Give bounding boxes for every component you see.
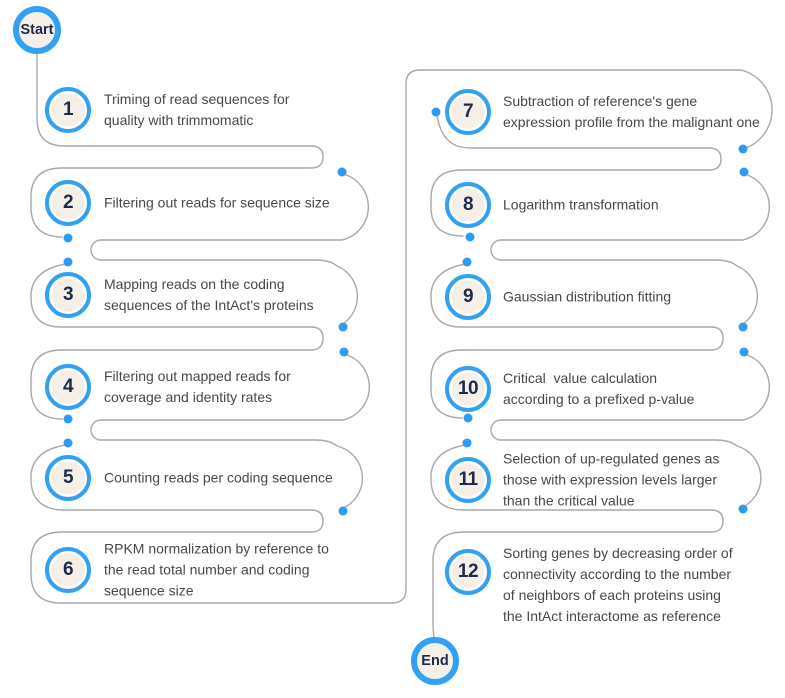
step-node-11: 11 (445, 457, 491, 503)
connector-path (30, 263, 324, 420)
connector-dot (431, 107, 441, 117)
connector-dot (338, 322, 348, 332)
step-node-4: 4 (45, 364, 91, 410)
connector-path (490, 353, 770, 509)
connector-dot (339, 347, 349, 357)
connector-dot (463, 413, 473, 423)
step-text-6: RPKM normalization by reference to the r… (104, 540, 329, 599)
step-node-2: 2 (45, 180, 91, 226)
step-node-3: 3 (45, 272, 91, 318)
connector-path (490, 173, 770, 326)
connector-dot (63, 438, 73, 448)
connector-dot (63, 257, 73, 267)
step-text-8: Logarithm transformation (503, 196, 659, 213)
step-number-6: 6 (62, 559, 74, 580)
step-number-8: 8 (462, 194, 474, 215)
connector-dot (739, 347, 749, 357)
step-text-5: Counting reads per coding sequence (104, 469, 333, 486)
start-node: Start (13, 6, 61, 54)
step-text-4: Filtering out mapped reads for coverage … (104, 368, 291, 405)
step-number-5: 5 (62, 467, 74, 488)
step-text-12: Sorting genes by decreasing order of con… (503, 545, 733, 624)
step-number-7: 7 (462, 101, 474, 122)
step-text-1: Triming of read sequences for quality wi… (104, 91, 290, 128)
step-node-5: 5 (45, 455, 91, 501)
step-text-7: Subtraction of reference's gene expressi… (503, 93, 760, 130)
step-node-7: 7 (445, 89, 491, 135)
step-node-6: 6 (45, 547, 91, 593)
connector-dot (63, 233, 73, 243)
connector-dot (738, 322, 748, 332)
connector-dot (738, 144, 748, 154)
start-label: Start (20, 22, 54, 38)
step-text-11: Selection of up-regulated genes as those… (503, 450, 720, 509)
connector-dot (462, 438, 472, 448)
step-number-3: 3 (62, 284, 74, 305)
step-text-2: Filtering out reads for sequence size (104, 194, 330, 211)
connector-dot (465, 232, 475, 242)
end-node: End (411, 637, 459, 685)
step-node-12: 12 (445, 549, 491, 595)
end-label: End (421, 653, 449, 669)
connector-path (90, 173, 369, 326)
step-number-9: 9 (462, 286, 474, 307)
step-text-9: Gaussian distribution fitting (503, 288, 672, 305)
connector-path (30, 69, 773, 604)
connector-path (430, 113, 722, 237)
step-text-10: Critical value calculation according to … (503, 370, 695, 407)
connector-dot (462, 257, 472, 267)
step-node-8: 8 (445, 182, 491, 228)
step-text-3: Mapping reads on the coding sequences of… (104, 276, 314, 313)
step-number-1: 1 (62, 99, 74, 120)
connector-dot (338, 506, 348, 516)
connector-dot (739, 167, 749, 177)
step-node-1: 1 (45, 87, 91, 133)
connector-path (90, 353, 370, 510)
step-number-2: 2 (62, 192, 74, 213)
step-number-11: 11 (458, 469, 478, 490)
step-node-10: 10 (445, 366, 491, 412)
connector-dot (63, 414, 73, 424)
step-number-4: 4 (62, 376, 74, 397)
connector-path (430, 263, 724, 419)
connector-dot (738, 504, 748, 514)
step-number-12: 12 (457, 561, 479, 582)
step-number-10: 10 (457, 378, 479, 399)
connector-dot (337, 167, 347, 177)
connector-path (30, 53, 324, 238)
step-node-9: 9 (445, 274, 491, 320)
connector-path (430, 444, 724, 638)
